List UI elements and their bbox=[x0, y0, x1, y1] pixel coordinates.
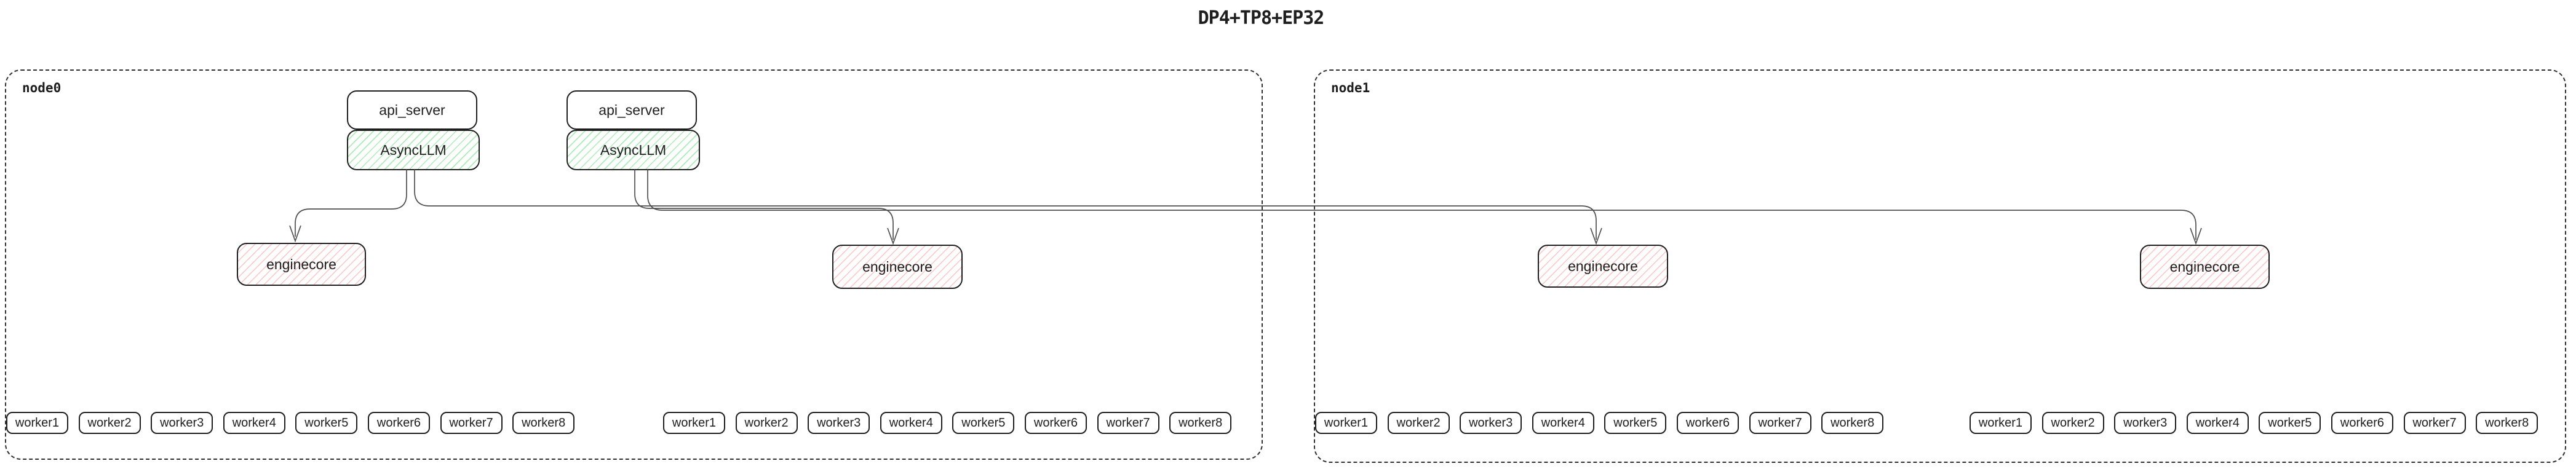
worker-box: worker1 bbox=[6, 412, 68, 434]
worker-box: worker1 bbox=[1970, 412, 2032, 434]
worker-box: worker6 bbox=[367, 412, 430, 434]
enginecore-box: enginecore bbox=[2140, 245, 2270, 289]
worker-box: worker4 bbox=[880, 412, 942, 434]
worker-box: worker1 bbox=[1315, 412, 1377, 434]
worker-box: worker2 bbox=[735, 412, 798, 434]
asyncllm-box: AsyncLLM bbox=[347, 130, 480, 170]
node0-label: node0 bbox=[22, 81, 62, 95]
worker-box: worker5 bbox=[2259, 412, 2321, 434]
worker-group: worker1 worker2 worker3 worker4 worker5 … bbox=[663, 412, 1232, 434]
worker-box: worker8 bbox=[1821, 412, 1884, 434]
worker-box: worker4 bbox=[223, 412, 285, 434]
worker-box: worker3 bbox=[2114, 412, 2177, 434]
worker-box: worker4 bbox=[2186, 412, 2249, 434]
worker-box: worker3 bbox=[151, 412, 213, 434]
worker-box: worker6 bbox=[2331, 412, 2393, 434]
enginecore-box: enginecore bbox=[832, 245, 963, 289]
worker-group: worker1 worker2 worker3 worker4 worker5 … bbox=[6, 412, 575, 434]
node1-label: node1 bbox=[1331, 81, 1370, 95]
worker-box: worker7 bbox=[1097, 412, 1159, 434]
api-server-box: api_server bbox=[347, 90, 477, 130]
worker-group: worker1 worker2 worker3 worker4 worker5 … bbox=[1315, 412, 1884, 434]
api-server-box: api_server bbox=[566, 90, 697, 130]
worker-box: worker2 bbox=[2041, 412, 2104, 434]
worker-box: worker5 bbox=[295, 412, 358, 434]
worker-group: worker1 worker2 worker3 worker4 worker5 … bbox=[1970, 412, 2538, 434]
worker-box: worker1 bbox=[663, 412, 725, 434]
worker-box: worker3 bbox=[1460, 412, 1522, 434]
worker-box: worker7 bbox=[440, 412, 503, 434]
worker-box: worker8 bbox=[2476, 412, 2538, 434]
worker-box: worker8 bbox=[512, 412, 575, 434]
worker-box: worker8 bbox=[1169, 412, 1232, 434]
node1-container: node1 bbox=[1314, 69, 2566, 463]
node0-container: node0 bbox=[5, 69, 1263, 460]
worker-box: worker7 bbox=[1749, 412, 1811, 434]
worker-box: worker2 bbox=[1387, 412, 1450, 434]
asyncllm-box: AsyncLLM bbox=[566, 130, 700, 170]
enginecore-box: enginecore bbox=[237, 243, 366, 286]
worker-box: worker6 bbox=[1024, 412, 1087, 434]
worker-box: worker2 bbox=[78, 412, 141, 434]
diagram-title: DP4+TP8+EP32 bbox=[1198, 7, 1325, 29]
worker-box: worker4 bbox=[1532, 412, 1594, 434]
worker-box: worker3 bbox=[808, 412, 870, 434]
worker-box: worker5 bbox=[952, 412, 1015, 434]
worker-box: worker7 bbox=[2403, 412, 2466, 434]
enginecore-box: enginecore bbox=[1538, 245, 1668, 288]
worker-box: worker6 bbox=[1676, 412, 1739, 434]
worker-box: worker5 bbox=[1604, 412, 1667, 434]
